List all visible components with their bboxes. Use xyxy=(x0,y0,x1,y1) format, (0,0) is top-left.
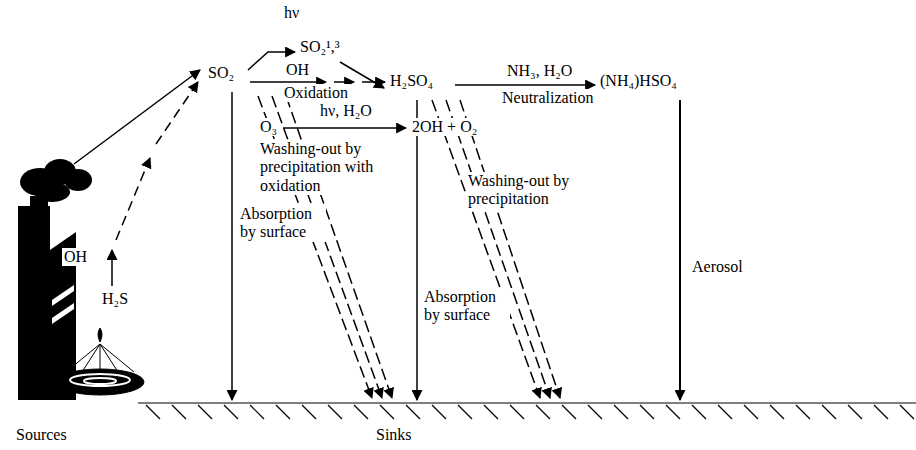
ground-hatch xyxy=(458,405,472,419)
species-label: H₂SO₄ xyxy=(388,72,435,90)
ground-hatch xyxy=(146,405,160,419)
species-label: SO₂¹,³ xyxy=(298,38,342,56)
process-label: Washing-out by precipitation xyxy=(466,172,586,209)
ground-hatch xyxy=(848,405,862,419)
process-label: Absorption by surface xyxy=(238,205,326,242)
ground-hatch xyxy=(510,405,524,419)
process-label: Aerosol xyxy=(690,258,745,276)
factory-icon xyxy=(18,159,92,400)
process-label: Neutralization xyxy=(500,89,596,107)
reagent-label: NH₃, H₂O xyxy=(505,62,574,80)
ground-hatch xyxy=(406,405,420,419)
place-label: Sinks xyxy=(374,426,414,444)
product-label: 2OH + O₂ xyxy=(410,118,479,136)
ground-hatch xyxy=(198,405,212,419)
ground-hatch xyxy=(796,405,810,419)
ground-hatch xyxy=(874,405,888,419)
ground-hatch xyxy=(718,405,732,419)
place-label: Sources xyxy=(14,426,69,444)
ground-hatch xyxy=(276,405,290,419)
ground-hatch xyxy=(224,405,238,419)
ground-hatch xyxy=(536,405,550,419)
ground-hatch xyxy=(614,405,628,419)
ground-hatch xyxy=(328,405,342,419)
ground-hatch xyxy=(822,405,836,419)
light-label: hν xyxy=(282,4,301,22)
ground-hatch xyxy=(562,405,576,419)
species-label: O₃ xyxy=(258,118,279,136)
process-label: Absorption by surface xyxy=(422,288,510,325)
ground-hatch xyxy=(770,405,784,419)
reagent-label: OH xyxy=(62,248,89,266)
ground-line xyxy=(138,403,916,419)
ground-hatch xyxy=(172,405,186,419)
reagent-label: OH xyxy=(284,61,311,79)
ground-hatch xyxy=(302,405,316,419)
species-label: H₂S xyxy=(100,290,130,308)
process-label: Washing-out by precipitation with oxidat… xyxy=(258,140,378,195)
ground-hatch xyxy=(432,405,446,419)
ground-hatch xyxy=(900,405,914,419)
ground-hatch xyxy=(692,405,706,419)
species-label: SO₂ xyxy=(206,64,236,82)
volcanic-source-icon xyxy=(56,328,144,395)
ground-hatch xyxy=(380,405,394,419)
species-label: (NH₄)HSO₄ xyxy=(598,72,679,90)
ground-hatch xyxy=(588,405,602,419)
ground-hatch xyxy=(744,405,758,419)
ground-hatch xyxy=(666,405,680,419)
ground-hatch xyxy=(354,405,368,419)
process-label: Oxidation xyxy=(282,84,350,102)
ground-hatch xyxy=(484,405,498,419)
ground-hatch xyxy=(640,405,654,419)
reagent-label: hν, H₂O xyxy=(318,102,374,120)
flow-arrows xyxy=(74,52,680,400)
ground-hatch xyxy=(250,405,264,419)
